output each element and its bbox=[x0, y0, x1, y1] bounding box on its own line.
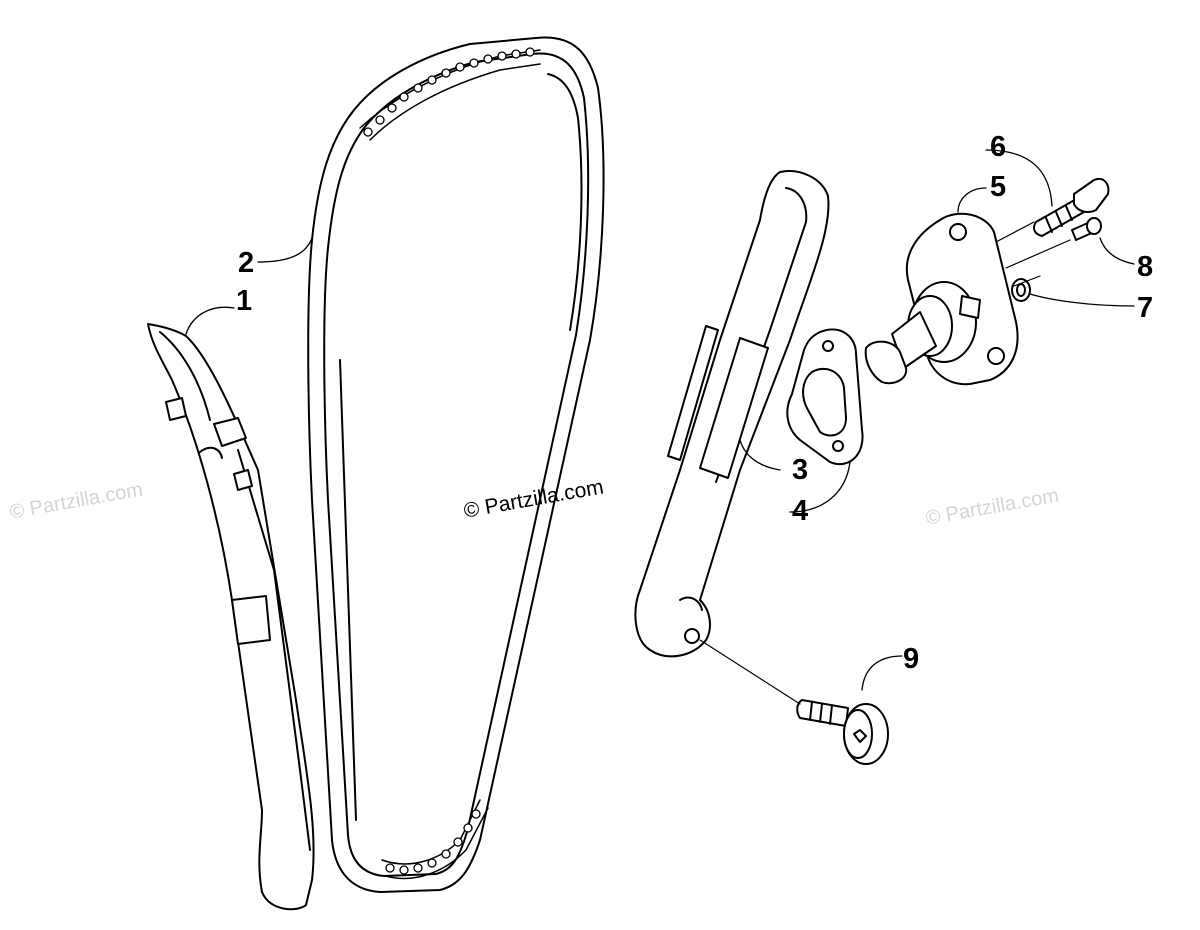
callout-9: 9 bbox=[903, 643, 920, 675]
chain-guide-part-1 bbox=[147, 323, 315, 911]
callout-5: 5 bbox=[990, 171, 1007, 203]
gasket-part-4 bbox=[786, 328, 864, 466]
callout-1: 1 bbox=[236, 285, 253, 317]
leader-6 bbox=[985, 149, 1053, 207]
leader-1 bbox=[185, 306, 235, 335]
callout-7: 7 bbox=[1137, 292, 1154, 324]
leader-3 bbox=[739, 439, 781, 471]
tensioner-body-part-5 bbox=[864, 212, 1019, 386]
leader-4 bbox=[789, 461, 851, 513]
callout-8: 8 bbox=[1137, 251, 1154, 283]
screw-part-8 bbox=[1071, 217, 1102, 241]
assembly-axis-lines bbox=[699, 221, 1071, 705]
bolt-part-6 bbox=[1033, 178, 1110, 237]
leader-5 bbox=[957, 187, 987, 213]
leader-8 bbox=[1099, 237, 1135, 265]
leader-lines bbox=[185, 149, 1135, 691]
leader-7 bbox=[1029, 293, 1135, 307]
leader-9 bbox=[861, 655, 903, 691]
leader-2 bbox=[257, 237, 313, 263]
cam-chain-part-2 bbox=[307, 36, 605, 893]
callout-2: 2 bbox=[238, 247, 255, 279]
tensioner-guide-part-3 bbox=[634, 170, 830, 658]
callout-6: 6 bbox=[990, 131, 1007, 163]
pivot-bolt-part-9 bbox=[796, 699, 889, 765]
washer-part-7 bbox=[1011, 278, 1031, 302]
callout-4: 4 bbox=[792, 495, 809, 527]
callout-3: 3 bbox=[792, 454, 809, 486]
